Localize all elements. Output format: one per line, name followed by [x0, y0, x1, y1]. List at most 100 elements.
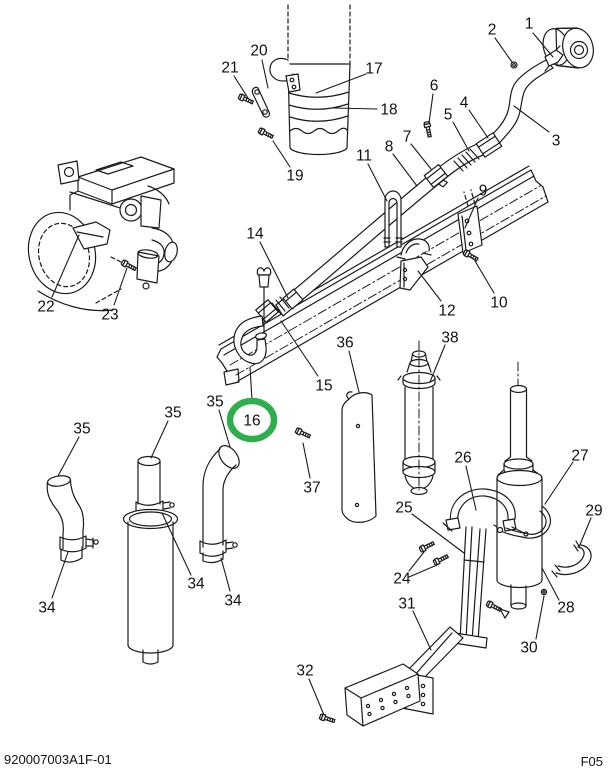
callout-23: 23: [101, 307, 118, 324]
leader-line-12: [417, 270, 442, 302]
leader-line-1: [532, 32, 554, 58]
callout-26: 26: [454, 450, 471, 467]
callout-34: 34: [224, 593, 242, 610]
leader-line-20: [261, 59, 269, 89]
callout-15: 15: [315, 378, 332, 395]
u-bolt-29-illustration: [551, 540, 592, 578]
callout-38: 38: [441, 330, 458, 347]
leader-line-16: [249, 366, 253, 401]
callout-5: 5: [444, 107, 453, 124]
callout-18: 18: [380, 102, 397, 119]
document-id: 920007003A1F-01: [4, 752, 112, 767]
leader-line-7: [410, 143, 432, 170]
leader-line-19: [272, 140, 291, 168]
callout-34: 34: [38, 600, 56, 617]
leader-line-22: [51, 234, 80, 298]
standpipe-illustration: [233, 267, 304, 365]
leader-line-2: [494, 37, 513, 63]
callout-19: 19: [286, 168, 303, 185]
upper-pipe-illustration: [483, 45, 564, 153]
leader-line-34: [161, 512, 192, 576]
callout-14: 14: [246, 226, 264, 243]
leader-line-3: [513, 105, 550, 133]
leader-line-15: [280, 320, 319, 377]
callout-17: 17: [365, 61, 382, 78]
main-exhaust-pipe-illustration: [275, 120, 503, 317]
muffler-stack-illustration: [122, 455, 179, 665]
heat-shield-illustration: [294, 391, 377, 523]
leader-line-6: [428, 93, 434, 124]
callout-8: 8: [385, 139, 394, 156]
callout-11: 11: [356, 148, 372, 165]
leader-line-29: [578, 517, 592, 548]
callout-9: 9: [479, 183, 488, 200]
callout-16: 16: [243, 413, 260, 430]
channel-bracket-illustration: [318, 663, 421, 727]
engine-illustration: [27, 156, 178, 312]
page-code: F05: [580, 754, 603, 769]
callout-4: 4: [460, 95, 469, 112]
callout-27: 27: [571, 448, 588, 465]
leader-line-24: [408, 551, 425, 572]
leader-line-35: [150, 420, 169, 459]
stack-pipe-left-illustration: [46, 475, 99, 563]
leader-line-25: [411, 513, 465, 554]
callout-21: 21: [221, 60, 238, 77]
callout-3: 3: [552, 133, 561, 150]
vertical-muffler-illustration: [496, 361, 543, 610]
leader-line-31: [412, 610, 432, 651]
callout-35: 35: [164, 405, 181, 422]
callout-35: 35: [73, 421, 90, 438]
callout-29: 29: [585, 503, 602, 520]
leader-line-36: [348, 350, 360, 393]
leader-line-23: [113, 267, 128, 306]
band-clamp-illustration: [493, 505, 552, 539]
leader-line-27: [544, 461, 574, 505]
leader-line-14: [259, 241, 289, 299]
u-bolt-illustration: [383, 190, 403, 248]
leader-line-5: [452, 121, 470, 152]
leader-line-34: [51, 551, 69, 599]
leader-line-35: [57, 436, 80, 477]
callout-32: 32: [296, 663, 313, 680]
callout-36: 36: [336, 335, 353, 352]
leader-line-10: [474, 260, 495, 294]
callout-2: 2: [488, 22, 497, 39]
callout-34: 34: [187, 576, 205, 593]
callout-25: 25: [395, 500, 412, 517]
mounting-band-illustration: [442, 488, 529, 537]
leader-line-17: [315, 73, 367, 94]
callout-37: 37: [303, 480, 320, 497]
callout-20: 20: [250, 43, 268, 60]
leader-line-32: [308, 678, 325, 716]
callout-24: 24: [393, 571, 411, 588]
callout-6: 6: [430, 78, 439, 95]
leader-line-24: [408, 564, 438, 578]
leader-line-8: [392, 153, 418, 187]
callout-7: 7: [403, 129, 412, 146]
tail-pipe-illustration: [237, 4, 351, 156]
leader-line-11: [367, 163, 388, 202]
callout-10: 10: [490, 295, 508, 312]
leader-line-37: [302, 442, 311, 479]
leader-line-4: [468, 109, 489, 139]
callout-12: 12: [438, 303, 455, 320]
callout-28: 28: [557, 600, 574, 617]
leader-line-21: [233, 75, 249, 99]
leader-line-38: [429, 344, 446, 383]
leader-line-26: [465, 465, 477, 511]
leader-line-28: [541, 567, 560, 601]
leader-line-35: [218, 409, 231, 448]
bolt-30-illustration: [540, 588, 548, 596]
callout-30: 30: [520, 640, 538, 657]
leader-line-9: [464, 197, 479, 229]
leader-line-18: [333, 107, 378, 110]
highlight-circle: [226, 397, 278, 443]
callout-35: 35: [206, 394, 223, 411]
stack-pipe-right-illustration: [199, 445, 240, 564]
leader-line-34: [220, 557, 231, 592]
leader-line-30: [535, 595, 545, 640]
frame-rail-illustration: [216, 165, 549, 386]
